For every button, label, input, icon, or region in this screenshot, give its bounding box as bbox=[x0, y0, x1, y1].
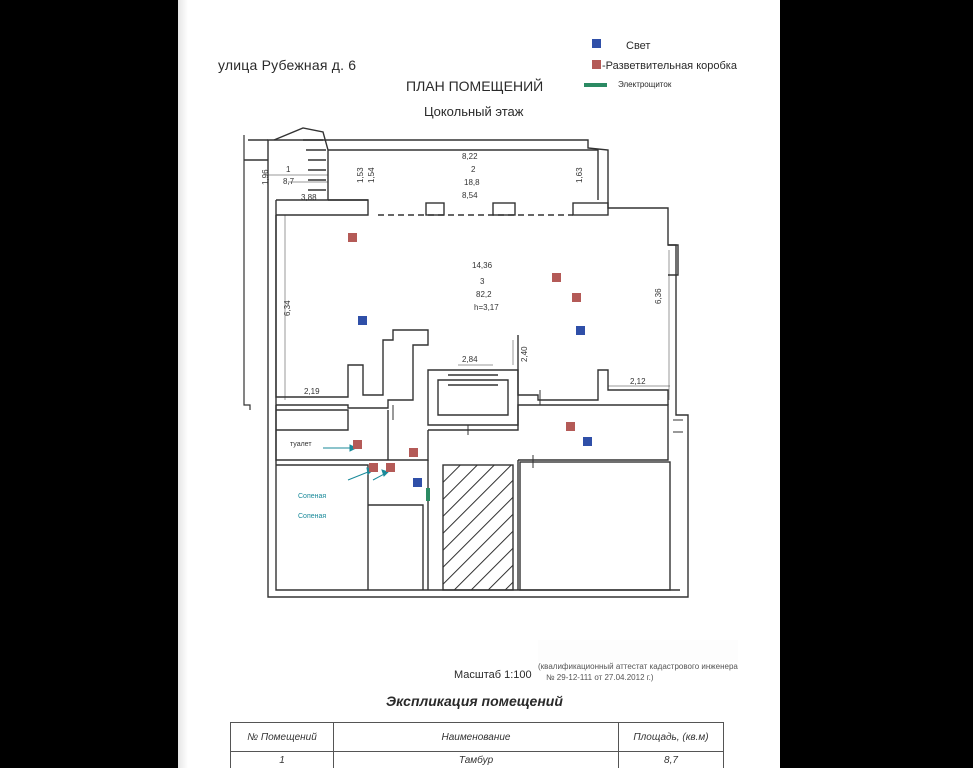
explication-table: № Помещений Наименование Площадь, (кв.м)… bbox=[230, 722, 724, 768]
legend-panel-label: Электрощиток bbox=[618, 80, 672, 89]
r1-no: 1 bbox=[286, 165, 291, 174]
cell-name: Тамбур bbox=[333, 751, 619, 768]
r2-bottom: 8,54 bbox=[462, 191, 478, 200]
floor-plan-drawing: 1 8,7 3,88 1,96 8,22 2 18,8 8,54 1,53 1,… bbox=[243, 127, 689, 598]
r3-left: 6,34 bbox=[283, 300, 292, 316]
r2-no: 2 bbox=[471, 165, 476, 174]
r1-side-a: 1,96 bbox=[261, 169, 270, 185]
certificate-line-1: (квалификационный аттестат кадастрового … bbox=[538, 662, 738, 671]
header-area: Площадь, (кв.м) bbox=[618, 722, 724, 752]
inner-d2: 2,40 bbox=[520, 346, 529, 362]
legend-box-label: -Разветвительная коробка bbox=[602, 60, 737, 72]
legend-light-swatch bbox=[592, 39, 601, 48]
sheet-edge-shade bbox=[178, 0, 188, 768]
document-sheet: улица Рубежная д. 6 ПЛАН ПОМЕЩЕНИЙ Цокол… bbox=[178, 0, 780, 768]
r2-top: 8,22 bbox=[462, 152, 478, 161]
legend-light-label: Свет bbox=[626, 40, 651, 52]
r2-dim-1: 1,53 bbox=[356, 167, 365, 183]
r3-height: h=3,17 bbox=[474, 303, 499, 312]
table-header-row: № Помещений Наименование Площадь, (кв.м) bbox=[230, 722, 724, 752]
r3-no: 3 bbox=[480, 277, 485, 286]
r2-dim-2: 1,54 bbox=[367, 167, 376, 183]
r3-width: 14,36 bbox=[472, 261, 493, 270]
r2-area: 18,8 bbox=[464, 178, 480, 187]
label-s2: Сопеная bbox=[298, 513, 326, 520]
r1-area: 8,7 bbox=[283, 177, 295, 186]
header-name: Наименование bbox=[333, 722, 619, 752]
certificate-line-2: № 29-12-111 от 27.04.2012 г.) bbox=[546, 673, 654, 682]
scale-text: Масштаб 1:100 bbox=[454, 669, 532, 681]
r2-dim-3: 1,63 bbox=[575, 167, 584, 183]
r3-area: 82,2 bbox=[476, 290, 492, 299]
table-row: 1 Тамбур 8,7 bbox=[230, 751, 724, 768]
hatched-shaft bbox=[442, 464, 514, 591]
panel-marker bbox=[426, 488, 430, 501]
label-toilet: туалет bbox=[290, 441, 312, 448]
inner-d3: 2,19 bbox=[304, 387, 320, 396]
explication-title: Экспликация помещений bbox=[386, 693, 563, 709]
header-no: № Помещений bbox=[230, 722, 334, 752]
plan-title: ПЛАН ПОМЕЩЕНИЙ bbox=[406, 78, 544, 94]
legend-panel-swatch bbox=[584, 83, 607, 87]
cell-no: 1 bbox=[230, 751, 334, 768]
inner-d4: 2,12 bbox=[630, 377, 646, 386]
label-s1: Сопеная bbox=[298, 493, 326, 500]
r3-right: 6,36 bbox=[654, 288, 663, 304]
legend-box-swatch bbox=[592, 60, 601, 69]
r1-side-b: 3,88 bbox=[301, 193, 317, 202]
floor-title: Цокольный этаж bbox=[424, 104, 524, 119]
cell-area: 8,7 bbox=[618, 751, 724, 768]
inner-d1: 2,84 bbox=[462, 355, 478, 364]
address-text: улица Рубежная д. 6 bbox=[218, 57, 357, 73]
redacted-area bbox=[538, 640, 738, 662]
